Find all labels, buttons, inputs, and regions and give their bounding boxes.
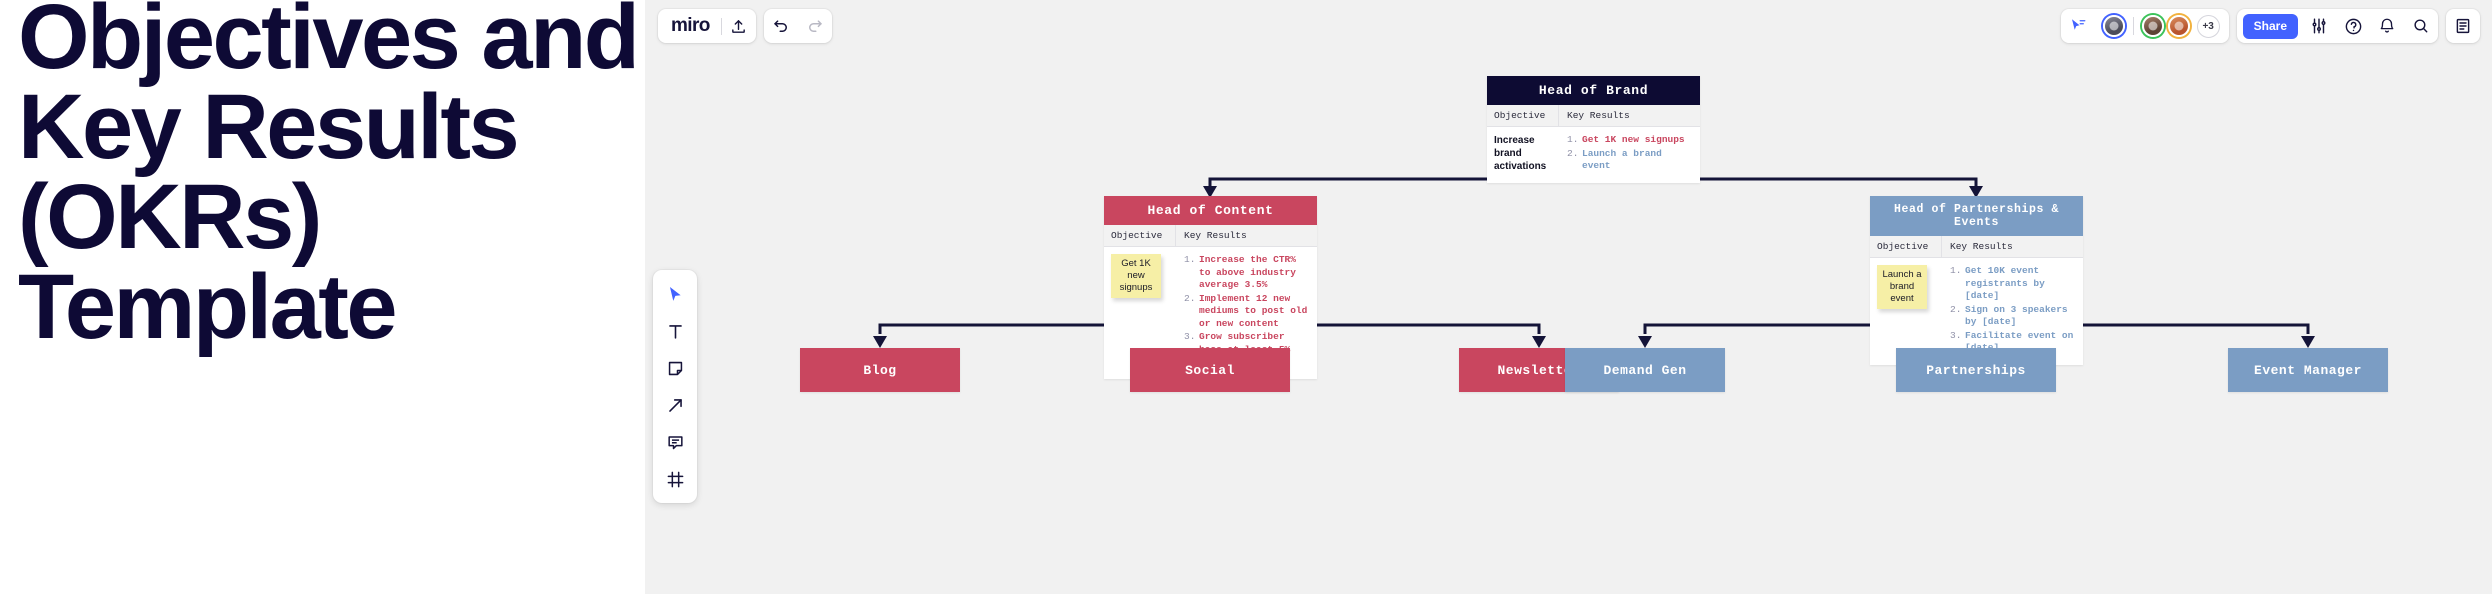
- frame-icon[interactable]: [658, 462, 692, 496]
- node-head-of-partnerships[interactable]: Head of Partnerships & Events Objective …: [1870, 196, 2083, 365]
- actions-group: Share: [2236, 9, 2438, 43]
- collaborator-avatars: +3: [2095, 14, 2229, 38]
- avatar[interactable]: [2167, 15, 2190, 37]
- column-header-objective: Objective: [1104, 225, 1176, 246]
- presence-group: +3: [2060, 9, 2229, 43]
- key-results-list: Get 10K event registrants by [date] Sign…: [1950, 265, 2076, 355]
- bell-icon[interactable]: [2370, 9, 2404, 43]
- key-result-item: Implement 12 new mediums to post old or …: [1184, 292, 1308, 329]
- logo-group: miro: [658, 9, 756, 43]
- column-header-objective: Objective: [1487, 105, 1559, 126]
- objective-sticky-note[interactable]: Get 1K new signups: [1111, 254, 1161, 299]
- avatar-face: [2174, 21, 2184, 31]
- miro-board-canvas[interactable]: miro: [645, 0, 2492, 594]
- history-group: [763, 9, 832, 43]
- text-icon[interactable]: [658, 314, 692, 348]
- key-results-cell: Get 10K event registrants by [date] Sign…: [1942, 264, 2083, 356]
- upload-icon[interactable]: [722, 9, 756, 43]
- node-partnerships[interactable]: Partnerships: [1896, 348, 2056, 392]
- page-title: Objectives and Key Results (OKRs) Templa…: [18, 0, 640, 359]
- column-header-objective: Objective: [1870, 236, 1942, 257]
- key-result-item: Facilitate event on [date]: [1950, 329, 2074, 354]
- objective-cell: Get 1K new signups: [1104, 253, 1176, 370]
- column-header-key-results: Key Results: [1567, 110, 1630, 121]
- panel-group: [2446, 9, 2480, 43]
- cursor-icon[interactable]: [658, 277, 692, 311]
- divider: [2132, 17, 2134, 35]
- help-circle-icon[interactable]: [2336, 9, 2370, 43]
- column-header-key-results: Key Results: [1950, 241, 2013, 252]
- node-demand-gen[interactable]: Demand Gen: [1565, 348, 1725, 392]
- share-button[interactable]: Share: [2242, 13, 2298, 39]
- org-chart: Head of Brand Objective Key Results Incr…: [645, 0, 2492, 594]
- column-headers: Objective Key Results: [1870, 236, 2083, 258]
- divider: [720, 17, 722, 35]
- key-results-cell: Get 1K new signups Launch a brand event: [1559, 133, 1700, 174]
- avatar-face: [2109, 21, 2119, 31]
- node-head-of-brand[interactable]: Head of Brand Objective Key Results Incr…: [1487, 76, 1700, 183]
- hero-panel: Objectives and Key Results (OKRs) Templa…: [0, 0, 645, 594]
- node-title: Head of Partnerships & Events: [1870, 196, 2083, 236]
- redo-icon[interactable]: [798, 9, 832, 43]
- avatar[interactable]: [2141, 15, 2164, 37]
- column-headers: Objective Key Results: [1104, 225, 1317, 247]
- top-toolbar-right: +3 Share: [2060, 9, 2480, 43]
- key-result-item: Launch a brand event: [1567, 147, 1662, 172]
- objective-text: Increase brand activations: [1494, 135, 1547, 173]
- column-headers: Objective Key Results: [1487, 105, 1700, 127]
- top-toolbar-left: miro: [658, 9, 832, 43]
- key-result-item: Increase the CTR% to above industry aver…: [1184, 254, 1296, 291]
- node-body: Increase brand activations Get 1K new si…: [1487, 127, 1700, 183]
- undo-icon[interactable]: [764, 9, 798, 43]
- notes-panel-icon[interactable]: [2446, 9, 2480, 43]
- key-result-item: Get 10K event registrants by [date]: [1950, 265, 2045, 302]
- sliders-icon[interactable]: [2302, 9, 2336, 43]
- avatar-overflow-badge[interactable]: +3: [2196, 14, 2220, 38]
- arrow-icon[interactable]: [658, 388, 692, 422]
- miro-logo[interactable]: miro: [671, 15, 710, 36]
- left-toolbar: [653, 270, 697, 503]
- node-social[interactable]: Social: [1130, 348, 1290, 392]
- objective-cell: Launch a brand event: [1870, 264, 1942, 356]
- key-results-list: Get 1K new signups Launch a brand event: [1567, 134, 1693, 173]
- node-event-manager[interactable]: Event Manager: [2228, 348, 2388, 392]
- sticky-note-icon[interactable]: [658, 351, 692, 385]
- comment-icon[interactable]: [658, 425, 692, 459]
- column-header-key-results: Key Results: [1184, 230, 1247, 241]
- search-icon[interactable]: [2404, 9, 2438, 43]
- objective-cell: Increase brand activations: [1487, 133, 1559, 174]
- node-blog[interactable]: Blog: [800, 348, 960, 392]
- node-title: Head of Brand: [1487, 76, 1700, 105]
- node-body: Launch a brand event Get 10K event regis…: [1870, 258, 2083, 365]
- key-result-item: Get 1K new signups: [1567, 134, 1685, 146]
- avatar[interactable]: [2102, 15, 2125, 37]
- key-result-item: Sign on 3 speakers by [date]: [1950, 303, 2068, 328]
- node-title: Head of Content: [1104, 196, 1317, 225]
- objective-sticky-note[interactable]: Launch a brand event: [1877, 265, 1927, 310]
- avatar-face: [2148, 21, 2158, 31]
- cursor-presence-icon[interactable]: [2061, 9, 2095, 43]
